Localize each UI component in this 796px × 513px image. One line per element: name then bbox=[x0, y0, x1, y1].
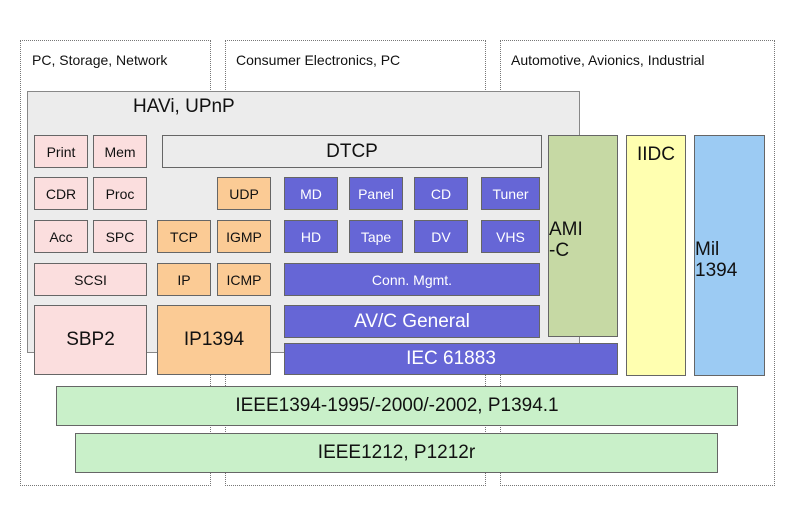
iidc-block: IIDC bbox=[626, 135, 686, 376]
vhs-block: VHS bbox=[481, 220, 540, 253]
acc-label: Acc bbox=[49, 228, 73, 245]
tuner-label: Tuner bbox=[492, 185, 529, 202]
tape-label: Tape bbox=[360, 228, 392, 245]
iidc-label: IIDC bbox=[637, 144, 675, 165]
tuner-block: Tuner bbox=[481, 177, 540, 210]
ami-c-block: AMI -C bbox=[548, 135, 618, 337]
md-label: MD bbox=[300, 185, 322, 202]
mem-label: Mem bbox=[104, 143, 136, 160]
ip-label: IP bbox=[177, 271, 191, 288]
cdr-label: CDR bbox=[45, 185, 77, 202]
tape-block: Tape bbox=[349, 220, 403, 253]
ip1394-label: IP1394 bbox=[183, 329, 245, 350]
iec-61883-block: IEC 61883 bbox=[284, 343, 618, 375]
acc-block: Acc bbox=[34, 220, 88, 253]
print-label: Print bbox=[46, 143, 76, 160]
cdr-block: CDR bbox=[34, 177, 88, 210]
icmp-label: ICMP bbox=[226, 271, 262, 288]
sbp2-block: SBP2 bbox=[34, 305, 147, 375]
conn-mgmt-block: Conn. Mgmt. bbox=[284, 263, 540, 296]
iec-61883-label: IEC 61883 bbox=[406, 348, 496, 369]
ip-block: IP bbox=[157, 263, 211, 296]
region-label-automotive: Automotive, Avionics, Industrial bbox=[511, 52, 705, 68]
scsi-block: SCSI bbox=[34, 263, 147, 296]
hd-block: HD bbox=[284, 220, 338, 253]
cd-label: CD bbox=[430, 185, 452, 202]
dv-label: DV bbox=[431, 228, 451, 245]
ami-c-label-line1: AMI bbox=[549, 219, 583, 240]
hd-label: HD bbox=[300, 228, 322, 245]
scsi-label: SCSI bbox=[74, 271, 107, 288]
icmp-block: ICMP bbox=[217, 263, 271, 296]
proc-label: Proc bbox=[105, 185, 135, 202]
spc-label: SPC bbox=[105, 228, 135, 245]
udp-label: UDP bbox=[229, 185, 259, 202]
cd-block: CD bbox=[414, 177, 468, 210]
region-label-pc: PC, Storage, Network bbox=[32, 52, 168, 68]
md-block: MD bbox=[284, 177, 338, 210]
dtcp-label: DTCP bbox=[326, 140, 378, 162]
conn-mgmt-label: Conn. Mgmt. bbox=[371, 271, 453, 288]
avc-general-label: AV/C General bbox=[354, 310, 470, 332]
igmp-block: IGMP bbox=[217, 220, 271, 253]
ieee1394-block: IEEE1394-1995/-2000/-2002, P1394.1 bbox=[56, 386, 738, 426]
mil-1394-block: Mil 1394 bbox=[694, 135, 765, 376]
region-label-consumer: Consumer Electronics, PC bbox=[236, 52, 401, 68]
ieee1394-label: IEEE1394-1995/-2000/-2002, P1394.1 bbox=[235, 395, 559, 416]
tcp-block: TCP bbox=[157, 220, 211, 253]
dtcp-block: DTCP bbox=[162, 135, 542, 168]
panel-block: Panel bbox=[349, 177, 403, 210]
avc-general-block: AV/C General bbox=[284, 305, 540, 338]
igmp-label: IGMP bbox=[226, 228, 262, 245]
mil-1394-label-line2: 1394 bbox=[695, 259, 738, 281]
sbp2-label: SBP2 bbox=[66, 329, 115, 350]
ieee1212-block: IEEE1212, P1212r bbox=[75, 433, 718, 473]
tcp-label: TCP bbox=[170, 228, 198, 245]
proc-block: Proc bbox=[93, 177, 147, 210]
dv-block: DV bbox=[414, 220, 468, 253]
havi-upnp-label: HAVi, UPnP bbox=[133, 96, 235, 117]
ieee1212-label: IEEE1212, P1212r bbox=[317, 442, 476, 463]
panel-label: Panel bbox=[358, 185, 394, 202]
ip1394-block: IP1394 bbox=[157, 305, 271, 375]
udp-block: UDP bbox=[217, 177, 271, 210]
ami-c-label-line2: -C bbox=[549, 240, 570, 261]
mil-1394-label-line1: Mil bbox=[695, 238, 720, 260]
print-block: Print bbox=[34, 135, 88, 168]
spc-block: SPC bbox=[93, 220, 147, 253]
mem-block: Mem bbox=[93, 135, 147, 168]
vhs-label: VHS bbox=[496, 228, 525, 245]
